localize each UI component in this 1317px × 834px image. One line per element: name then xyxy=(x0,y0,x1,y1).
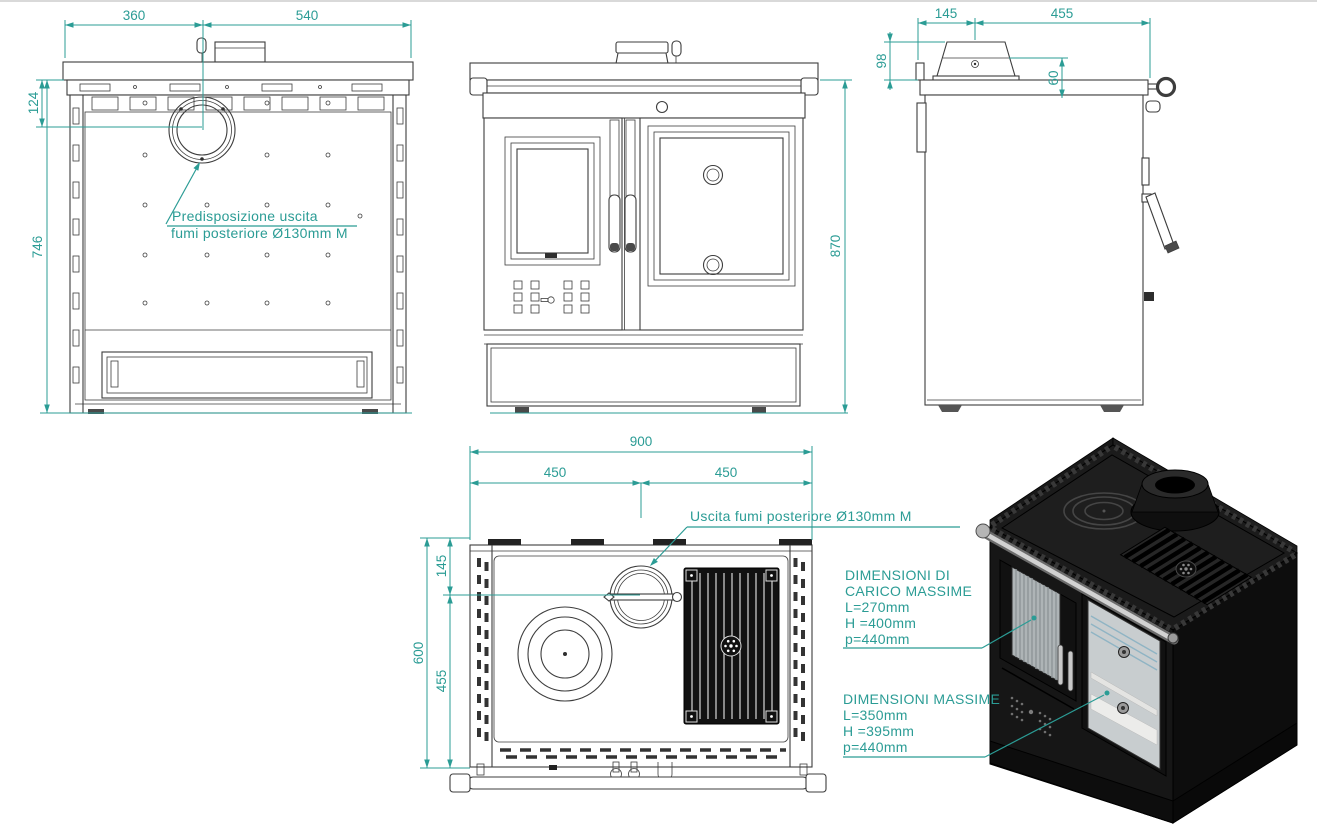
rear-drawer xyxy=(101,351,373,399)
top-back-tabs xyxy=(488,539,812,545)
iso-chrome-rail xyxy=(975,523,1179,645)
side-door-handle xyxy=(1141,192,1180,254)
side-foot-front xyxy=(1100,405,1124,412)
rear-dim-width-right: 540 xyxy=(296,8,319,23)
rear-flue-note: Predisposizione uscita fumi posteriore Ø… xyxy=(165,160,357,241)
front-view: 870 xyxy=(469,40,852,414)
iso-firebox-door xyxy=(999,559,1077,710)
top-front-rail xyxy=(449,761,827,793)
top-rail-slots xyxy=(477,558,805,744)
side-foot-back xyxy=(938,405,962,412)
top-grill-plate xyxy=(683,567,780,725)
iso-max-note-l: L=350mm xyxy=(843,707,908,723)
rear-dim-body-height: 746 xyxy=(30,236,45,259)
iso-oven-door xyxy=(1081,593,1167,777)
top-note-flue-outlet: Uscita fumi posteriore Ø130mm M xyxy=(690,508,912,524)
rear-note-line1: Predisposizione uscita xyxy=(172,208,318,224)
front-rail-cap-left xyxy=(469,77,488,96)
top-cook-surface xyxy=(493,555,789,743)
side-body xyxy=(924,94,1144,406)
side-ring-handle xyxy=(1148,76,1177,98)
rear-dimensions: 360 540 124 746 xyxy=(26,8,412,414)
rear-top-band xyxy=(66,79,410,96)
iso-max-note: DIMENSIONI MASSIME L=350mm H =395mm p=44… xyxy=(843,690,1110,758)
iso-load-note-h: H =400mm xyxy=(845,615,916,631)
iso-load-note-p: p=440mm xyxy=(845,631,910,647)
side-dim-flue-to-front: 455 xyxy=(1051,6,1074,21)
top-flue-note: Uscita fumi posteriore Ø130mm M xyxy=(647,508,960,568)
top-view: 900 450 450 600 145 455 Uscita fumi post… xyxy=(411,434,960,793)
front-oven-knob-bottom xyxy=(702,254,724,276)
front-band-vent xyxy=(655,100,669,114)
rear-tab-row xyxy=(91,96,385,111)
top-dim-width-total: 900 xyxy=(630,434,653,449)
top-flue-opening xyxy=(603,565,683,629)
rear-note-line2: fumi posteriore Ø130mm M xyxy=(171,225,348,241)
side-view: 145 455 98 60 xyxy=(874,6,1180,412)
top-dim-depth-back: 145 xyxy=(434,555,449,578)
rear-top-plate xyxy=(62,61,414,81)
front-rail-bar xyxy=(486,79,802,94)
side-rear-upstand xyxy=(915,62,925,81)
front-dimensions: 870 xyxy=(490,79,852,414)
front-door-handles xyxy=(608,119,637,253)
iso-grill xyxy=(1119,526,1253,606)
front-oven-knob-top xyxy=(702,164,724,186)
front-dim-height: 870 xyxy=(828,235,843,258)
side-rear-flue-plate xyxy=(916,102,927,153)
side-knob xyxy=(1145,100,1161,113)
rear-dim-flue-drop: 124 xyxy=(26,91,41,114)
top-dim-depth-total: 600 xyxy=(411,642,426,665)
iso-load-note-line1: DIMENSIONI DI xyxy=(845,567,950,583)
side-dimensions: 145 455 98 60 xyxy=(874,6,1151,98)
top-dimensions: 900 450 450 600 145 455 xyxy=(411,434,813,769)
rear-rail-slots xyxy=(72,107,404,384)
side-dim-collar-height: 98 xyxy=(874,53,889,68)
front-firebox-door xyxy=(483,117,623,331)
front-top-plate xyxy=(469,62,819,81)
iso-max-note-h: H =395mm xyxy=(843,723,914,739)
top-dim-width-left: 450 xyxy=(544,465,567,480)
side-dim-back-to-flue: 145 xyxy=(935,6,958,21)
top-front-vents xyxy=(500,748,786,759)
rear-screw-grid xyxy=(142,100,363,306)
top-hob-rings xyxy=(517,606,613,702)
iso-firebox-handle-2 xyxy=(1067,650,1074,692)
sheet-top-edge xyxy=(0,0,1317,2)
iso-load-note-line2: CARICO MASSIME xyxy=(845,583,972,599)
front-rail-cap-right xyxy=(800,77,819,96)
iso-plinth-right xyxy=(1172,722,1298,824)
rear-back-panel xyxy=(84,111,392,401)
side-top-plate xyxy=(919,79,1149,96)
iso-load-note-l: L=270mm xyxy=(845,599,910,615)
iso-render xyxy=(975,437,1298,824)
side-flue-collar xyxy=(932,41,1020,83)
iso-max-note-p: p=440mm xyxy=(843,739,908,755)
rear-foot-left xyxy=(88,409,104,414)
rear-flue-knockout xyxy=(168,96,236,164)
iso-max-note-line1: DIMENSIONI MASSIME xyxy=(843,691,1000,707)
side-dim-collar-offset: 60 xyxy=(1046,70,1061,85)
top-dim-depth-front: 455 xyxy=(434,670,449,693)
side-latch xyxy=(1141,157,1150,186)
rear-foot-right xyxy=(362,409,378,414)
rear-dim-width-left: 360 xyxy=(123,8,146,23)
rear-chimney-collar xyxy=(196,37,266,63)
front-air-vents xyxy=(513,280,590,314)
iso-flue-collar xyxy=(1130,469,1220,532)
front-upper-band xyxy=(482,92,806,119)
top-dim-width-right: 450 xyxy=(715,465,738,480)
side-damper-knob xyxy=(1144,292,1154,301)
iso-firebox-handle xyxy=(1057,644,1064,686)
rear-top-band-slots xyxy=(79,83,383,92)
front-base xyxy=(484,329,803,413)
rear-view: 360 540 124 746 Predisposizione uscita f… xyxy=(26,8,414,414)
front-oven-door xyxy=(639,117,804,331)
iso-load-note: DIMENSIONI DI CARICO MASSIME L=270mm H =… xyxy=(843,567,1037,649)
